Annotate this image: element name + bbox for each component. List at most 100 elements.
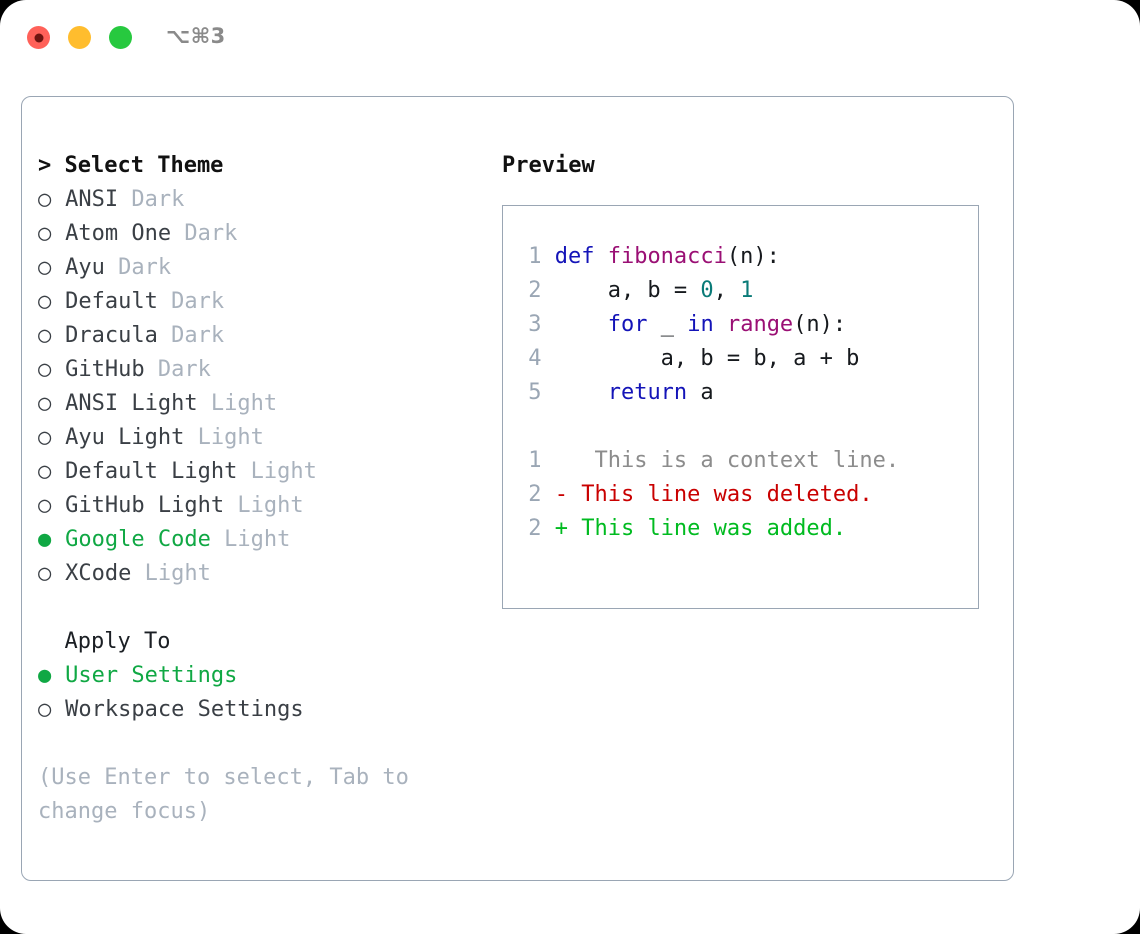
theme-option-category: Dark xyxy=(157,357,211,382)
theme-option-atom-one[interactable]: ○ Atom One Dark xyxy=(38,217,488,251)
code-line: 5 return a xyxy=(515,376,968,410)
theme-option-category: Dark xyxy=(118,255,172,280)
theme-option-category: Light xyxy=(237,493,304,518)
diff-line-add: 2 + This line was added. xyxy=(515,512,968,546)
theme-option-label: ANSI xyxy=(65,187,119,212)
code-diff-separator xyxy=(515,410,968,444)
theme-option-github[interactable]: ○ GitHub Dark xyxy=(38,353,488,387)
theme-option-label: Default xyxy=(65,289,158,314)
theme-chooser: > Select Theme ○ ANSI Dark○ Atom One Dar… xyxy=(38,149,488,829)
theme-option-google-code[interactable]: ● Google Code Light xyxy=(38,523,488,557)
radio-unselected-icon: ○ xyxy=(38,221,52,246)
code-token-plain: a, b = xyxy=(554,278,701,303)
diff-line-text: This line was added. xyxy=(567,516,847,541)
diff-line-text: This line was deleted. xyxy=(567,482,873,507)
code-token-plain: _ xyxy=(647,312,688,337)
code-token-plain: , xyxy=(713,278,741,303)
theme-option-label: Google Code xyxy=(65,527,211,552)
theme-option-category: Dark xyxy=(171,323,225,348)
theme-option-label: GitHub xyxy=(65,357,145,382)
theme-option-xcode[interactable]: ○ XCode Light xyxy=(38,557,488,591)
diff-marker: - xyxy=(554,482,568,507)
radio-unselected-icon: ○ xyxy=(38,459,52,484)
code-line-number: 4 xyxy=(528,346,542,371)
radio-selected-icon: ● xyxy=(38,527,52,552)
apply-to-heading: Apply To xyxy=(38,625,488,659)
theme-option-label: Ayu Light xyxy=(65,425,185,450)
apply-to-option-label: Workspace Settings xyxy=(65,697,304,722)
theme-option-ayu[interactable]: ○ Ayu Dark xyxy=(38,251,488,285)
apply-to-option-workspace-settings[interactable]: ○ Workspace Settings xyxy=(38,693,488,727)
code-line-number: 1 xyxy=(528,244,542,269)
code-token-plain xyxy=(714,312,727,337)
radio-unselected-icon: ○ xyxy=(38,391,52,416)
diff-marker: + xyxy=(554,516,568,541)
radio-unselected-icon: ○ xyxy=(38,255,52,280)
theme-option-default-light[interactable]: ○ Default Light Light xyxy=(38,455,488,489)
radio-unselected-icon: ○ xyxy=(38,561,52,586)
code-token-func: range xyxy=(726,312,794,337)
theme-option-category: Dark xyxy=(131,187,185,212)
minimize-window-button[interactable] xyxy=(68,26,91,49)
theme-option-category: Light xyxy=(197,425,264,450)
code-token-plain xyxy=(555,312,608,337)
theme-option-category: Dark xyxy=(184,221,238,246)
apply-to-option-user-settings[interactable]: ● User Settings xyxy=(38,659,488,693)
code-token-keyword: return xyxy=(607,380,688,405)
theme-option-list: ○ ANSI Dark○ Atom One Dark○ Ayu Dark○ De… xyxy=(38,183,488,591)
radio-unselected-icon: ○ xyxy=(38,493,52,518)
code-line: 3 for _ in range(n): xyxy=(515,308,968,342)
theme-option-label: ANSI Light xyxy=(65,391,198,416)
theme-option-category: Dark xyxy=(171,289,225,314)
close-window-button[interactable] xyxy=(27,26,50,49)
zoom-window-button[interactable] xyxy=(109,26,132,49)
keyboard-help-text: (Use Enter to select, Tab to change focu… xyxy=(38,765,423,824)
titlebar: ⌥⌘3 xyxy=(0,0,1140,78)
code-token-keyword: for xyxy=(607,312,648,337)
theme-option-github-light[interactable]: ○ GitHub Light Light xyxy=(38,489,488,523)
diff-line-text: This is a context line. xyxy=(567,448,900,473)
code-line-number: 3 xyxy=(528,312,542,337)
theme-option-label: XCode xyxy=(65,561,132,586)
apply-to-option-list: ● User Settings○ Workspace Settings xyxy=(38,659,488,727)
theme-option-dracula[interactable]: ○ Dracula Dark xyxy=(38,319,488,353)
theme-option-label: Atom One xyxy=(65,221,172,246)
diff-line-context: 1 This is a context line. xyxy=(515,444,968,478)
code-token-plain: a, b = b, a + b xyxy=(554,346,860,371)
code-token-number: 0 xyxy=(700,278,714,303)
theme-option-category: Light xyxy=(144,561,211,586)
radio-unselected-icon: ○ xyxy=(38,697,52,722)
code-token-func: fibonacci xyxy=(607,244,727,269)
theme-option-ansi-light[interactable]: ○ ANSI Light Light xyxy=(38,387,488,421)
code-token-number: 1 xyxy=(740,278,754,303)
page-title: > Select Theme xyxy=(38,153,224,178)
list-spacer xyxy=(38,591,488,625)
code-token-plain: (n): xyxy=(726,244,780,269)
diff-line-number: 2 xyxy=(528,482,542,507)
theme-option-label: Default Light xyxy=(65,459,238,484)
theme-option-ansi[interactable]: ○ ANSI Dark xyxy=(38,183,488,217)
theme-option-label: Ayu xyxy=(65,255,105,280)
code-token-plain xyxy=(555,380,608,405)
theme-option-category: Light xyxy=(210,391,278,416)
code-line-number: 2 xyxy=(528,278,542,303)
theme-option-label: Dracula xyxy=(65,323,158,348)
code-token-plain: (n): xyxy=(793,312,847,337)
radio-selected-icon: ● xyxy=(38,663,52,688)
radio-unselected-icon: ○ xyxy=(38,357,52,382)
theme-option-category: Light xyxy=(224,527,291,552)
window-controls xyxy=(27,26,132,49)
preview-heading: Preview xyxy=(502,153,595,178)
radio-unselected-icon: ○ xyxy=(38,289,52,314)
radio-unselected-icon: ○ xyxy=(38,187,52,212)
diff-line-number: 2 xyxy=(528,516,542,541)
diff-line-number: 1 xyxy=(528,448,542,473)
code-token-keyword: in xyxy=(687,312,714,337)
main-panel: > Select Theme ○ ANSI Dark○ Atom One Dar… xyxy=(21,96,1014,881)
theme-option-default[interactable]: ○ Default Dark xyxy=(38,285,488,319)
theme-option-ayu-light[interactable]: ○ Ayu Light Light xyxy=(38,421,488,455)
